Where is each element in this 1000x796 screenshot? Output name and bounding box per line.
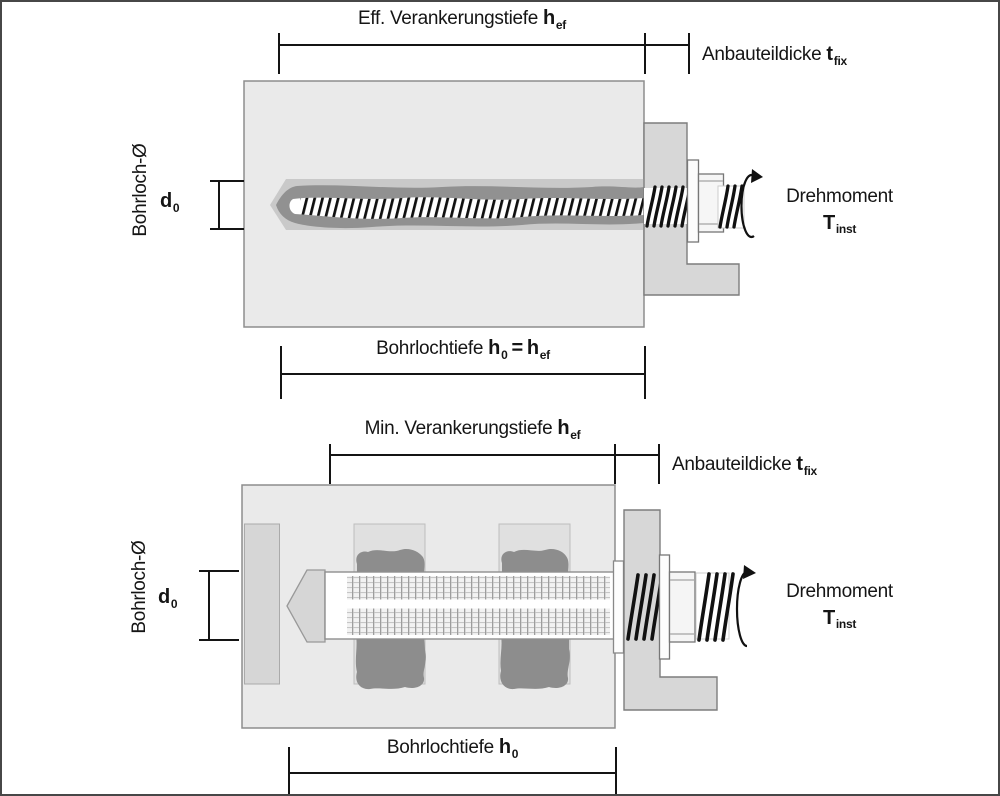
label-d0-top: d0 [160,190,180,215]
label-torque-top: Drehmoment Tinst [767,184,912,237]
fixture-plate [623,509,718,711]
thread-coils [697,572,735,642]
dimension-lines [199,444,660,794]
subscript: fix [803,463,817,478]
subscript: fix [833,53,847,68]
nut-facets [670,579,695,635]
symbol: d [158,586,170,608]
label-text: Bohrlochtiefe [376,338,484,359]
label-text: Drehmoment [786,186,893,207]
symbol: h [557,417,570,439]
label-torque-bottom: Drehmoment Tinst [767,579,912,632]
fixture-plate [643,122,740,296]
subscript: 0 [170,596,178,611]
equals-sign: = [511,337,523,359]
label-text: Anbauteildicke [702,44,822,65]
torque-symbol: Tinst [822,606,857,632]
subscript: ef [555,17,566,32]
top-diagram [210,33,763,399]
symbol: t [826,43,833,65]
torque-arrow [740,169,763,239]
symbol: h [543,7,555,29]
subscript: ef [539,347,550,362]
subscript: 0 [172,200,180,215]
label-text: Bohrloch-Ø [129,540,150,634]
label-fixture-thickness-bottom: Anbauteildicke tfix [672,453,817,478]
subscript: 0 [501,347,508,362]
label-drill-diameter-bottom: Bohrloch-Ø [129,522,151,652]
label-d0-bottom: d0 [158,586,178,611]
label-drill-diameter-top: Bohrloch-Ø [130,125,152,255]
rod-thread-hatch [300,197,644,219]
washer [658,554,671,660]
washer [686,159,700,243]
hex-nut [668,571,696,643]
label-drillhole-depth-bottom: Bohrlochtiefe h0 [289,736,616,761]
sleeve-collar [612,560,625,654]
dimension-lines [210,33,690,399]
label-text: Min. Verankerungstiefe [364,418,553,439]
subscript: ef [570,427,581,442]
torque-symbol: Tinst [822,211,857,237]
symbol: h [488,337,501,359]
symbol: t [796,453,803,475]
label-text: Drehmoment [786,581,893,602]
label-text: Eff. Verankerungstiefe [358,8,539,29]
symbol: h [526,337,539,359]
symbol: h [498,736,511,758]
label-min-anchorage-depth: Min. Verankerungstiefe hef [330,417,615,442]
mortar-blobs [355,548,570,690]
label-drillhole-depth-top: Bohrlochtiefe h0=hef [281,337,645,362]
torque-arrow [735,565,756,648]
label-text: Bohrloch-Ø [130,143,151,237]
label-fixture-thickness-top: Anbauteildicke tfix [702,43,847,68]
subscript: 0 [511,746,519,761]
sleeve-core [347,599,610,609]
label-text: Bohrlochtiefe [386,737,494,758]
thread-coils [718,184,744,229]
bottom-diagram [199,444,756,794]
symbol: d [160,190,172,212]
label-effective-anchorage-depth: Eff. Verankerungstiefe hef [279,7,645,32]
label-text: Anbauteildicke [672,454,792,475]
block-web [244,523,280,685]
